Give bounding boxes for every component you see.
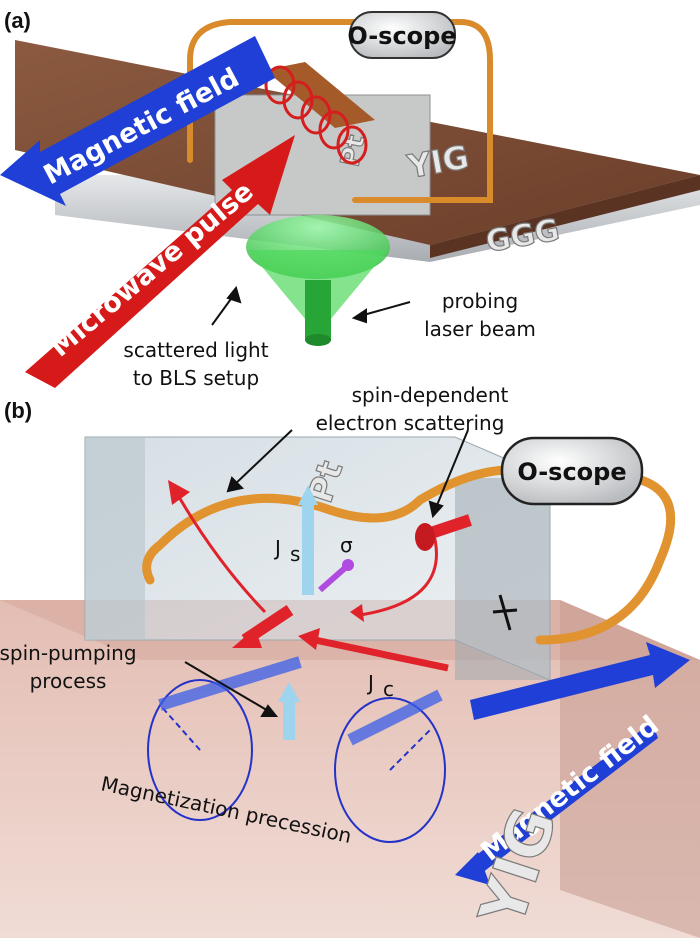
electrode-mark	[492, 594, 518, 631]
panel-a: (a) Pt O-scope Magnetic field	[0, 8, 700, 390]
sigma-label: σ	[340, 533, 353, 557]
pt-left-plate	[85, 437, 145, 640]
scatter-head-left	[168, 480, 190, 505]
spin-dep-label-1: spin-dependent	[352, 383, 509, 407]
panel-b-label: (b)	[4, 398, 32, 423]
js-subscript: s	[290, 542, 300, 566]
js-arrow	[298, 485, 318, 595]
jc-subscript: c	[383, 677, 394, 701]
oscope-label-a: O-scope	[347, 22, 456, 50]
sigma-arrow	[318, 565, 347, 593]
coil-turns	[264, 65, 368, 165]
precession-right	[334, 689, 446, 843]
yig-film-edge	[430, 175, 700, 258]
sigma-head	[342, 559, 354, 571]
scattering-paths	[173, 489, 438, 617]
scatter-head-right	[350, 604, 364, 622]
annotation-arrows-b	[184, 429, 469, 717]
oscope-label-b: O-scope	[517, 458, 626, 486]
scattered-label-1: scattered light	[123, 338, 268, 362]
spin-pump-arrow	[278, 682, 300, 740]
red-spin-left	[232, 605, 294, 648]
panel-b: (b) Pt O-scope J s σ	[0, 383, 700, 938]
annotation-arrows-a	[211, 285, 411, 326]
laser-beam	[305, 280, 331, 340]
oscope-badge-a: O-scope	[347, 11, 457, 59]
pt-right-plate	[455, 478, 550, 680]
spin-pump-label-2: process	[30, 669, 107, 693]
probing-label-2: laser beam	[424, 317, 536, 341]
probing-label-1: probing	[442, 289, 518, 313]
spin-pump-label-1: spin-pumping	[0, 641, 137, 665]
wire-loop-a	[187, 19, 493, 203]
jc-arrow	[298, 628, 449, 672]
jc-label: J	[366, 671, 374, 695]
spin-dep-label-2: electron scattering	[316, 411, 505, 435]
yig-block	[0, 600, 700, 938]
js-label: J	[273, 536, 281, 560]
panel-a-label: (a)	[4, 8, 31, 33]
red-spin-right	[415, 514, 472, 551]
laser-beam-end	[305, 334, 331, 346]
scattered-label-2: to BLS setup	[133, 366, 259, 390]
precession-left	[147, 656, 302, 821]
oscope-badge-b: O-scope	[500, 436, 644, 506]
